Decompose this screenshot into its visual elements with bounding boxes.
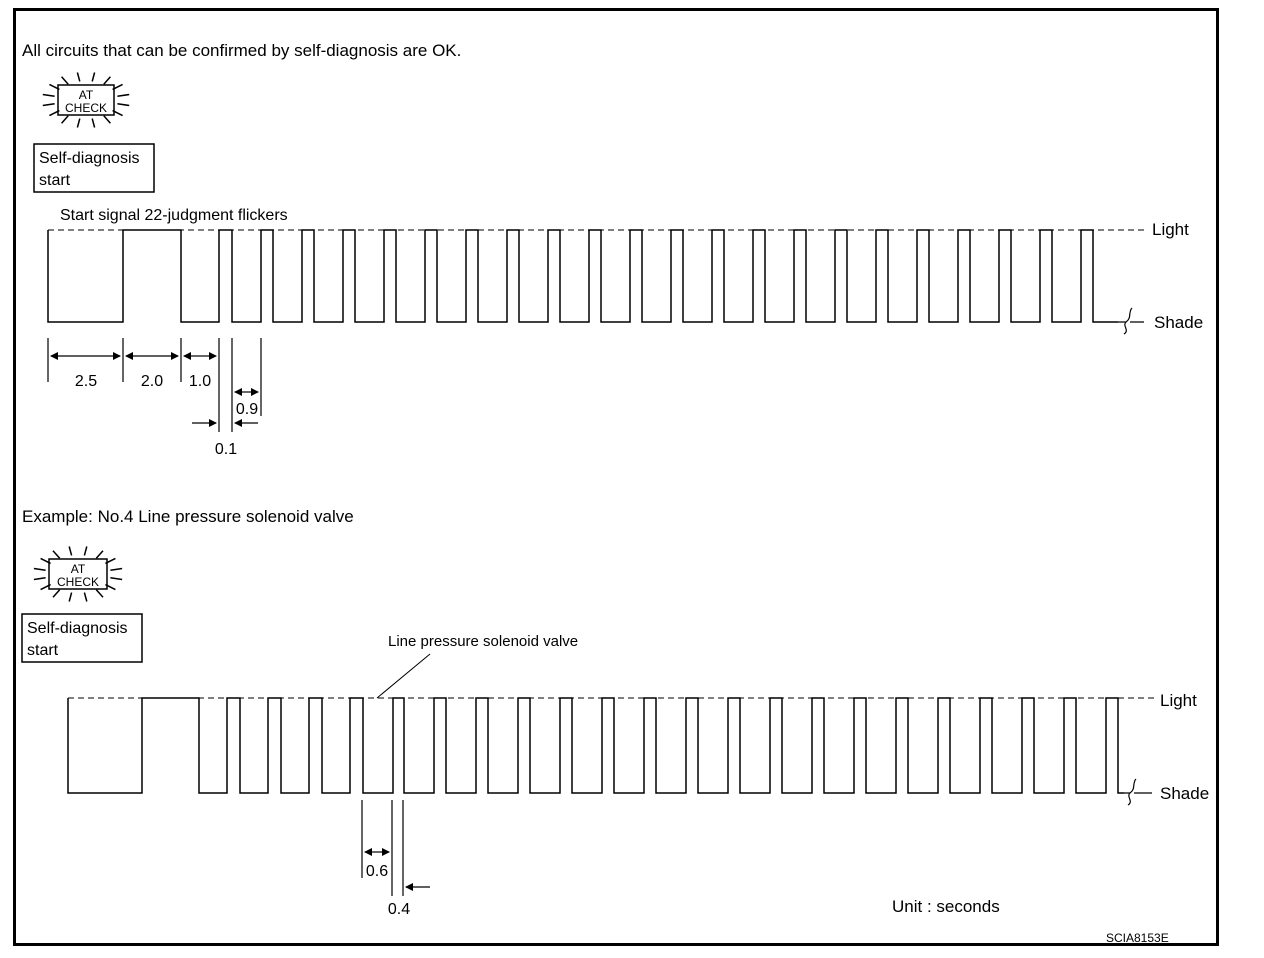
lamp-ray-icon: [105, 583, 116, 591]
flicker-waveform: [47, 229, 1118, 323]
timing-label: 0.9: [236, 401, 258, 418]
shade-label: Shade: [1154, 313, 1203, 332]
lamp-ray-icon: [103, 76, 111, 85]
timing-label: 2.5: [75, 373, 97, 390]
lamp-ray-icon: [49, 109, 60, 117]
break-icon: [1124, 778, 1152, 806]
lamp-ray-icon: [52, 589, 61, 598]
lamp-ray-icon: [95, 589, 104, 598]
lamp-ray-icon: [105, 557, 116, 565]
lamp-ray-icon: [91, 118, 96, 128]
light-label: Light: [1152, 220, 1189, 239]
figure-id: SCIA8153E: [1106, 931, 1169, 945]
callout-label: Line pressure solenoid valve: [388, 633, 578, 650]
lamp-ray-icon: [110, 567, 123, 572]
lamp-ray-icon: [112, 109, 123, 117]
panel1-heading: All circuits that can be confirmed by se…: [22, 41, 461, 60]
timing-label: 1.0: [189, 373, 211, 390]
lamp-label-line1: AT: [79, 88, 94, 102]
light-label: Light: [1160, 691, 1197, 710]
at-check-lamp-icon: AT CHECK: [33, 546, 123, 602]
lamp-ray-icon: [117, 102, 130, 107]
lamp-ray-icon: [68, 546, 73, 556]
lamp-ray-icon: [61, 115, 69, 124]
timing-label: 0.4: [388, 901, 410, 918]
unit-note: Unit : seconds: [892, 897, 1000, 916]
lamp-ray-icon: [42, 93, 55, 98]
at-check-lamp-icon: AT CHECK: [42, 72, 130, 128]
lamp-ray-icon: [40, 557, 51, 565]
diagram-frame: [13, 8, 1219, 946]
lamp-ray-icon: [110, 576, 123, 581]
shade-label: Shade: [1160, 784, 1209, 803]
callout-leader: [376, 653, 431, 699]
lamp-ray-icon: [68, 592, 73, 602]
lamp-ray-icon: [76, 72, 81, 82]
lamp-ray-icon: [42, 102, 55, 107]
flicker-waveform: [67, 697, 1124, 794]
signal-note: Start signal 22-judgment flickers: [60, 207, 288, 224]
timing-label: 0.6: [366, 863, 388, 880]
lamp-ray-icon: [33, 576, 46, 581]
lamp-label-line1: AT: [71, 562, 86, 576]
lamp-label-line2: CHECK: [57, 575, 99, 589]
lamp-ray-icon: [95, 550, 104, 559]
timing-label: 2.0: [141, 373, 163, 390]
timing-dimensions: [47, 338, 262, 432]
lamp-ray-icon: [61, 76, 69, 85]
start-box: [33, 143, 155, 193]
start-box-line1: Self-diagnosis: [39, 150, 140, 167]
lamp-ray-icon: [83, 546, 88, 556]
lamp-ray-icon: [103, 115, 111, 124]
timing-dimensions: [361, 800, 430, 896]
lamp-ray-icon: [40, 583, 51, 591]
lamp-label-line2: CHECK: [65, 101, 107, 115]
start-box: [21, 613, 143, 663]
lamp-ray-icon: [52, 550, 61, 559]
lamp-ray-icon: [49, 83, 60, 91]
start-box-line2: start: [27, 642, 59, 659]
lamp-ray-icon: [76, 118, 81, 128]
break-icon: [1118, 307, 1144, 335]
start-box-line1: Self-diagnosis: [27, 620, 128, 637]
start-box-line2: start: [39, 172, 71, 189]
lamp-ray-icon: [33, 567, 46, 572]
lamp-ray-icon: [91, 72, 96, 82]
panel2-heading: Example: No.4 Line pressure solenoid val…: [22, 507, 354, 526]
lamp-ray-icon: [112, 83, 123, 91]
lamp-ray-icon: [83, 592, 88, 602]
lamp-ray-icon: [117, 93, 130, 98]
timing-label: 0.1: [215, 441, 237, 458]
